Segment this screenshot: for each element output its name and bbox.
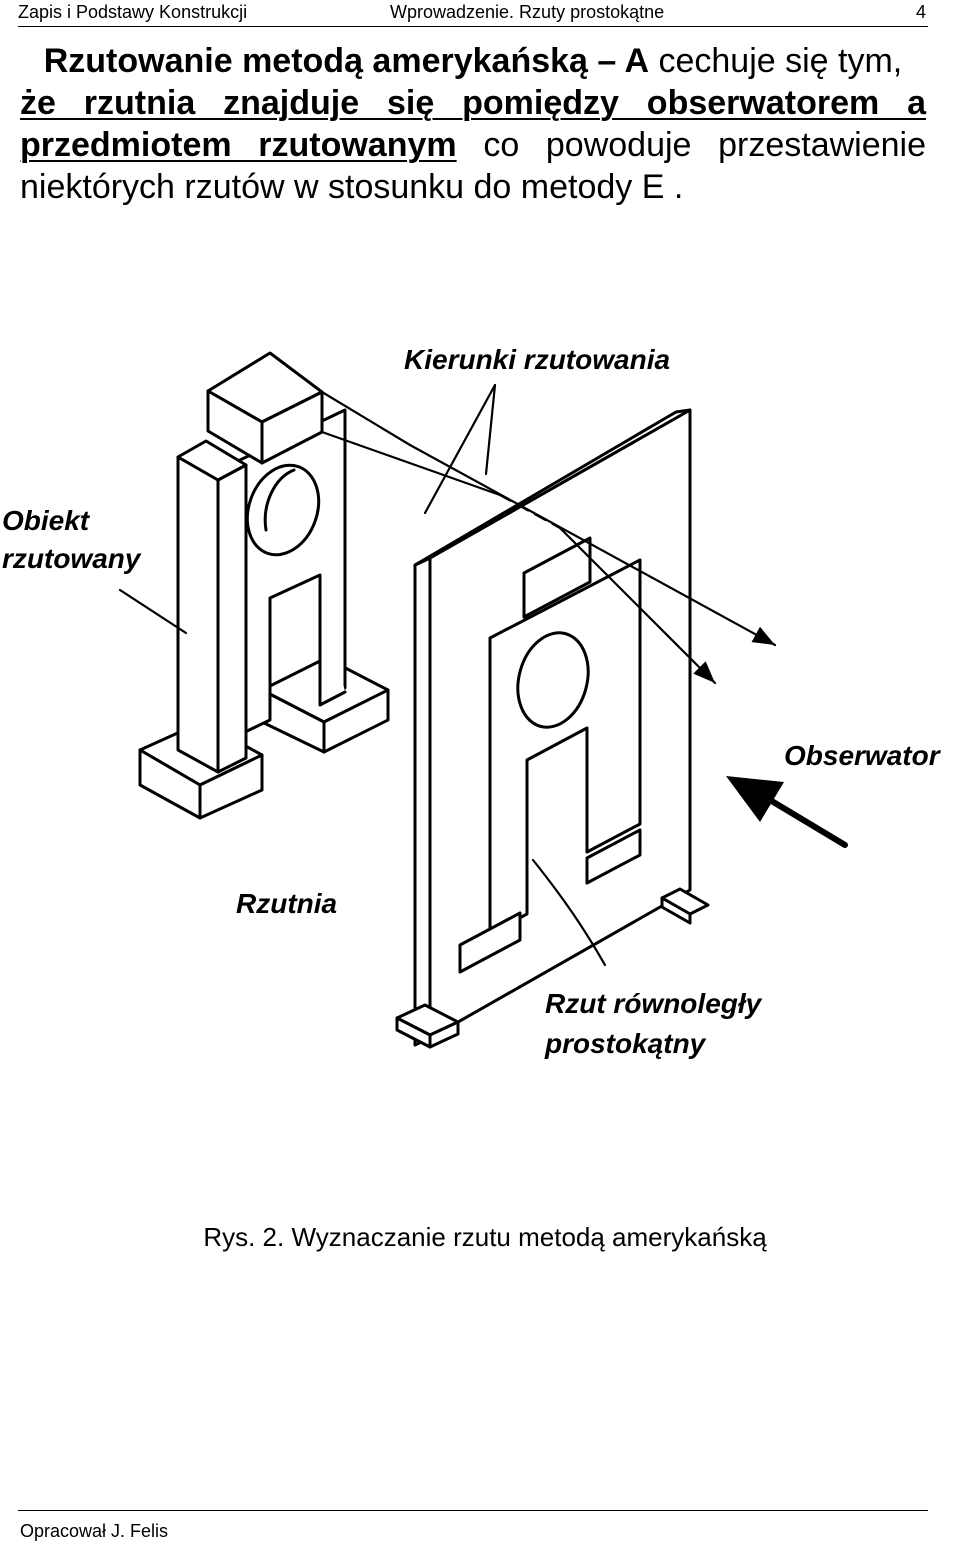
header-section-title: Wprowadzenie. Rzuty prostokątne — [390, 2, 665, 22]
intro-after-lead: cechuje się tym, — [658, 42, 903, 80]
projected-shape — [458, 536, 642, 974]
intro-underlined-text: że rzutnia znajduje się pomiędzy obserwa… — [20, 84, 926, 164]
label-object-line1: Obiekt — [2, 505, 91, 536]
intro-lead: Rzutowanie metodą amerykańską – A — [43, 42, 650, 80]
header-course-title: Zapis i Podstawy Konstrukcji — [18, 2, 248, 22]
projection-line-lower — [320, 430, 502, 497]
projection-line-hidden — [498, 493, 562, 530]
intro-rest: co powoduje przestawienie niektórych rzu… — [20, 126, 927, 206]
header-page-number: 4 — [915, 2, 926, 22]
projection-arrow-lower — [558, 526, 717, 685]
leader-object — [118, 588, 188, 635]
label-projection-line1: Rzut równoległy — [545, 988, 763, 1019]
projection-figure: Kierunki rzutowania Obiekt rzutowany Obs… — [0, 330, 960, 1090]
leader-directions-2 — [484, 383, 497, 476]
projection-diagram: Kierunki rzutowania Obiekt rzutowany Obs… — [2, 344, 942, 1059]
label-projection-directions: Kierunki rzutowania — [404, 344, 670, 375]
figure-caption: Rys. 2. Wyznaczanie rzutu metodą ameryka… — [203, 1222, 767, 1252]
label-projection-line2: prostokątny — [544, 1028, 707, 1059]
intro-paragraph: Rzutowanie metodą amerykańską – A cechuj… — [20, 40, 926, 208]
projection-line-upper — [320, 390, 412, 447]
page-header: Zapis i Podstawy Konstrukcji Wprowadzeni… — [18, 0, 928, 27]
label-object-line2: rzutowany — [2, 543, 142, 574]
projection-arrow-upper — [408, 443, 777, 647]
leader-directions-1 — [423, 383, 497, 515]
leader-projection — [531, 858, 607, 967]
object-top-block — [206, 351, 324, 465]
label-projection-plane: Rzutnia — [236, 888, 337, 919]
page-footer: Opracował J. Felis — [18, 1510, 928, 1541]
observer-arrow — [726, 776, 848, 848]
label-observer: Obserwator — [784, 740, 942, 771]
footer-author: Opracował J. Felis — [20, 1521, 169, 1541]
object-front-pillar — [176, 439, 248, 774]
object-hole — [245, 463, 321, 557]
